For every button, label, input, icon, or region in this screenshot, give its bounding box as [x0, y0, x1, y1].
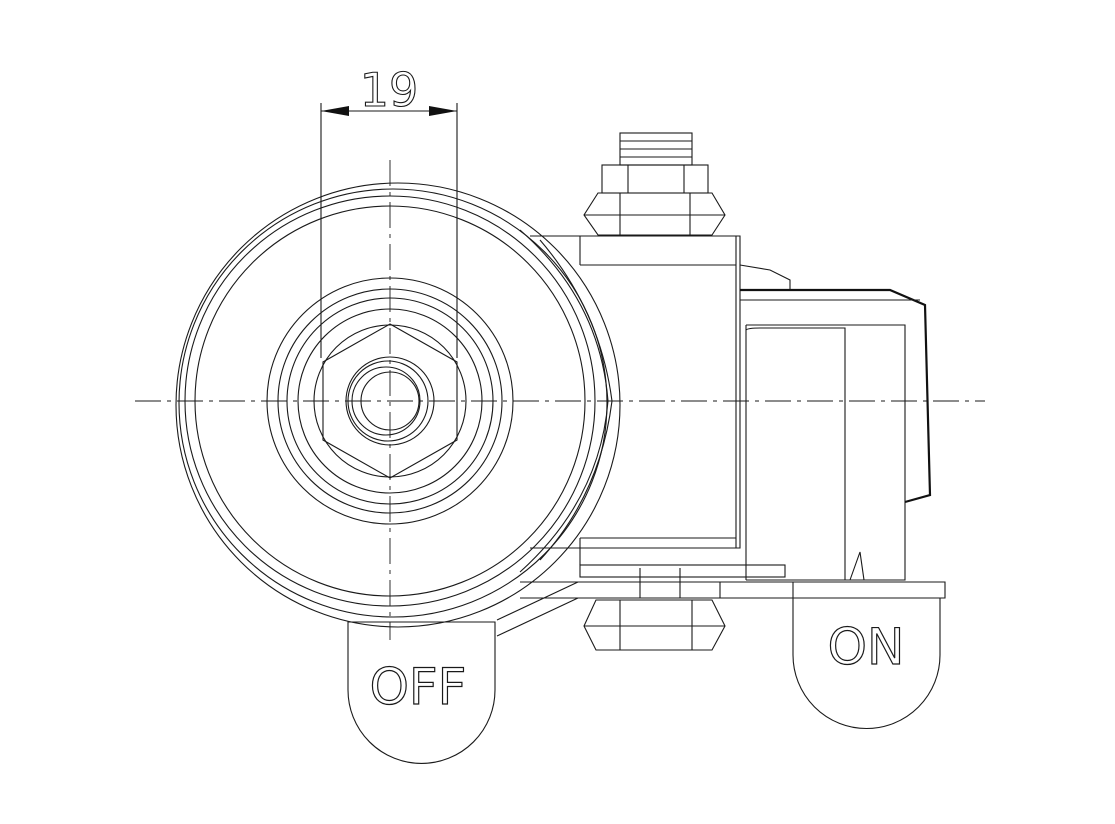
- hex-nut: [322, 323, 458, 479]
- spindle-rings: [266, 277, 514, 525]
- handwheel: [175, 182, 621, 628]
- dimension-value: 19: [360, 63, 419, 117]
- dimension-arrow-right: [429, 106, 457, 116]
- off-tab: OFF: [347, 621, 496, 764]
- off-label: OFF: [370, 658, 467, 716]
- on-tab: ON: [792, 597, 941, 729]
- dimension-arrow-left: [321, 106, 349, 116]
- center-lines: [135, 160, 985, 640]
- valve-body: [530, 235, 786, 578]
- dimension-19: 19: [320, 62, 458, 358]
- base-plate: [496, 568, 946, 637]
- on-label: ON: [828, 618, 905, 676]
- solenoid-coil: [739, 264, 932, 581]
- bottom-nut: [583, 599, 726, 651]
- top-fitting: [583, 132, 726, 236]
